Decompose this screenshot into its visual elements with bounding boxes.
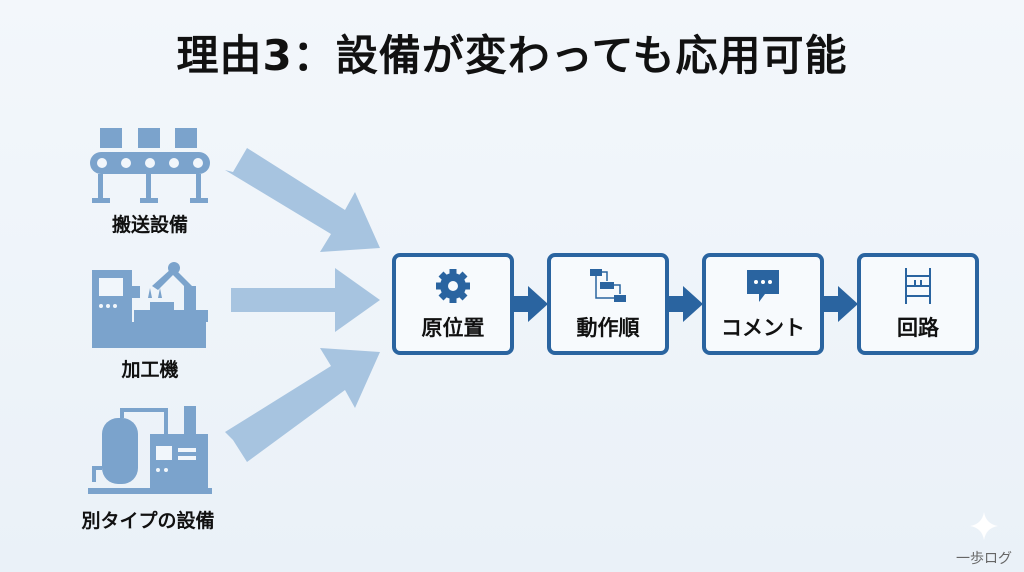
arrow-icon	[231, 268, 380, 332]
gear-icon	[436, 269, 470, 303]
convergence-arrows	[225, 148, 380, 462]
watermark: 一歩ログ	[956, 551, 1012, 567]
arrow-icon	[514, 286, 548, 322]
step-label: コメント	[721, 316, 805, 340]
step-box-operation-order: 動作順	[547, 253, 669, 355]
arrow-icon	[824, 286, 858, 322]
step-label: 動作順	[576, 316, 640, 340]
flowchart-icon	[590, 269, 626, 302]
source-label: 別タイプの設備	[81, 510, 215, 532]
ladder-icon	[905, 268, 931, 304]
machine-tool-icon	[92, 262, 208, 348]
page-title: 理由3：設備が変わっても応用可能	[176, 31, 848, 80]
step-label: 回路	[897, 316, 939, 340]
conveyor-icon	[90, 128, 210, 203]
sparkle-icon	[970, 512, 998, 540]
source-label: 加工機	[121, 359, 179, 381]
step-box-comment: コメント	[702, 253, 824, 355]
plant-icon	[88, 406, 212, 494]
arrow-icon	[225, 348, 380, 462]
step-box-circuit: 回路	[857, 253, 979, 355]
source-label: 搬送設備	[111, 214, 188, 236]
arrow-icon	[225, 148, 380, 252]
step-label: 原位置	[421, 316, 485, 340]
arrow-icon	[669, 286, 703, 322]
step-box-home-position: 原位置	[392, 253, 514, 355]
comment-icon	[747, 270, 779, 302]
